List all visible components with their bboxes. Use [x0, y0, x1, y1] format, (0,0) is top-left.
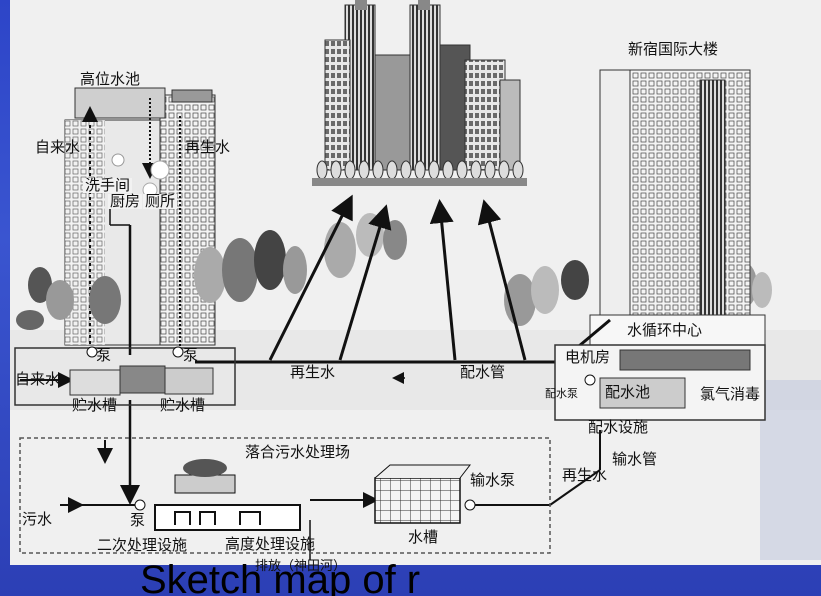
- label-high-tank: 高位水池: [80, 70, 141, 88]
- label-secondary-treatment: 二次处理设施: [97, 536, 188, 554]
- label-advanced-treatment: 高度处理设施: [225, 535, 316, 553]
- label-transfer-pump: 输水泵: [470, 471, 516, 489]
- platform: [14, 346, 236, 406]
- water-tank-icon: [374, 477, 461, 524]
- pump-icon: [86, 346, 98, 358]
- label-chlorine: 氯气消毒: [700, 385, 761, 403]
- label-recycled-water-pipe: 再生水: [290, 363, 336, 381]
- label-storage-tank-left: 贮水槽: [72, 396, 118, 414]
- label-washroom: 洗手间: [83, 176, 133, 194]
- label-kitchen: 厨房: [108, 192, 143, 210]
- label-tap-water-left: 自来水: [15, 370, 61, 388]
- label-plant-title: 落合污水处理场: [245, 443, 351, 461]
- label-water-cycle-center: 水循环中心: [627, 321, 703, 339]
- treatment-plant-box: [19, 437, 551, 554]
- center-buildings-icon: [312, 0, 527, 186]
- left-building-icon: [64, 87, 216, 355]
- label-toilet: 厕所: [143, 192, 178, 210]
- label-water-tank: 水槽: [408, 528, 439, 546]
- label-shinjuku-tower: 新宿国际大楼: [628, 40, 719, 58]
- label-recycled-water-top: 再生水: [185, 138, 231, 156]
- label-transfer-pipe: 输水管: [612, 450, 658, 468]
- label-pump-bottom: 泵: [130, 511, 146, 529]
- label-discharge: 排放（神田河）: [255, 559, 347, 574]
- label-distribution-pump: 配水泵: [545, 387, 578, 400]
- slide-caption: Sketch map of r: [140, 560, 421, 596]
- label-distribution-facility: 配水设施: [588, 418, 649, 436]
- label-storage-tank-right: 贮水槽: [160, 396, 206, 414]
- pump-icon: [584, 374, 596, 386]
- label-distribution-tank: 配水池: [605, 383, 651, 401]
- label-distribution-pipe: 配水管: [460, 363, 506, 381]
- right-building-icon: [589, 69, 766, 346]
- arrow-icon: [268, 194, 527, 361]
- label-recycled-water-right: 再生水: [562, 466, 608, 484]
- label-pump-mid: 泵: [183, 346, 199, 364]
- label-motor-room: 电机房: [565, 348, 611, 366]
- label-tap-water-top: 自来水: [35, 138, 81, 156]
- pump-icon: [464, 499, 476, 511]
- label-sewage: 污水: [22, 510, 53, 528]
- pump-icon: [172, 346, 184, 358]
- treatment-plant-drawing: [134, 459, 476, 531]
- water-cycle-center-box: [554, 344, 766, 421]
- label-pump-left: 泵: [96, 346, 112, 364]
- right-shade: [760, 380, 821, 560]
- pump-icon: [134, 499, 146, 511]
